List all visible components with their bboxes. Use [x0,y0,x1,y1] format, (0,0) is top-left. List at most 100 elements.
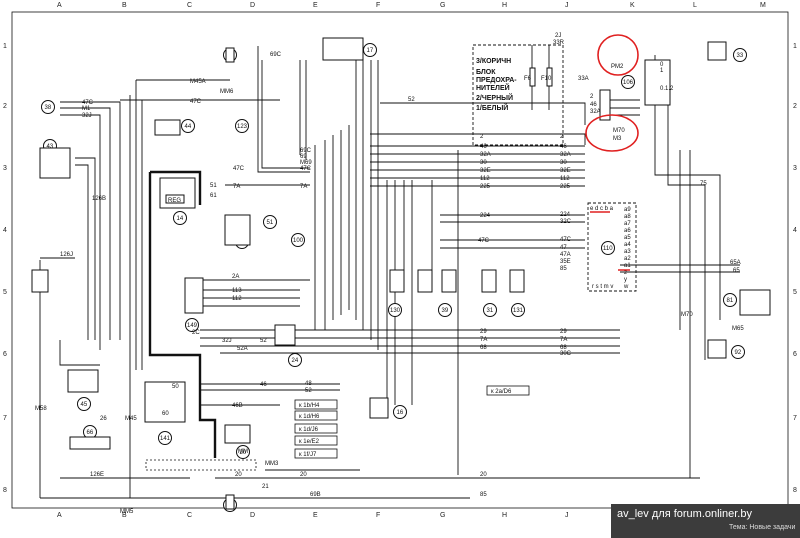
wire-label: 46 [590,102,597,108]
component-badge [483,303,497,317]
sensor-131-body [509,269,525,293]
module-110-top-pins: e d c b a [590,206,614,212]
fuse-box: 3/КОРИЧН БЛОК ПРЕДОХРА- НИТЕЛЕЙ 2/ЧЕРНЫЙ… [472,44,564,146]
grid-row-label: 7 [793,415,797,422]
grid-row-label: 7 [3,415,7,422]
wire-label: 29 [560,329,567,335]
label-mm: MM [238,449,248,455]
grid-col-label: K [630,2,635,9]
wire-label: M45 [125,416,137,422]
fuse-box-title-2: ПРЕДОХРА- [476,77,517,84]
component-24-body [274,324,296,346]
component-badge [41,100,55,114]
component-number: 43 [47,144,54,150]
module-110-bottom-pins: r s t m v [592,284,613,290]
grid-col-label: A [57,512,62,519]
switch-16-body [369,397,389,419]
module-110-left-pin: 224 [560,212,571,218]
wire-label: 2 [590,94,594,100]
module-110-right-pin: a4 [624,242,631,248]
red-circle-pm2 [597,34,639,76]
grid-row-label: 2 [3,103,7,110]
component-45-body [67,369,99,393]
component-number: 130 [390,308,401,314]
wire-label: 2 [560,134,564,140]
wire-label: 32A [480,152,491,158]
grid-col-label: D [250,512,255,519]
component-badge [291,233,305,247]
grid-col-label: C [187,512,192,519]
wire-label: 1 [660,68,664,74]
component-81-body [739,289,771,316]
wire-label: 85 [480,492,487,498]
module-110-left-pin: 47 [560,245,567,251]
wire-label: 46 [480,144,487,150]
wire-label: 126J [60,252,73,258]
grid-col-label: H [502,512,507,519]
wire-label: M69 [300,160,312,166]
module-110-left-pin: 35E [560,259,571,265]
module-110-right-pin: y [624,277,627,283]
component-number: 17 [367,48,374,54]
wire-label: 225 [480,184,491,190]
component-number: 38 [45,105,52,111]
right-bus [370,55,721,479]
sensor-130-body [389,269,405,293]
wire-label: 60 [162,411,169,417]
grid-col-label: D [250,2,255,9]
component-badge [393,405,407,419]
wire-label: 46 [560,144,567,150]
wire-label: 69B [310,492,321,498]
component-number: 33 [737,53,744,59]
fuse-f6-label: F6 [524,76,532,82]
component-number: 45 [81,402,88,408]
wire-label: 47C [233,166,245,172]
component-number: 123 [237,124,248,130]
thick-wire-2 [150,170,202,205]
wire-label: 30C [560,351,572,357]
component-bodies [31,37,771,510]
reference-label: к 1d/J6 [299,427,319,433]
grid-row-label: 1 [793,43,797,50]
wire-label: 33R [553,40,565,46]
component-20-body [224,424,251,444]
wire-label: 2 [480,134,484,140]
wire-label: 32J [222,338,232,344]
grid-row-label: 3 [3,165,7,172]
component-43-body [39,147,71,179]
module-110-left-pin: 85 [560,266,567,272]
grid-row-label: 3 [793,165,797,172]
label-mm3: MM3 [265,461,279,467]
relay-17-body [322,37,364,61]
component-number: 92 [735,350,742,356]
wire-label: 52A [237,346,248,352]
grid-col-label: G [440,512,445,519]
wire-label: 2C [192,330,200,336]
fuse-box-outline [472,44,564,146]
component-badge [723,293,737,307]
grid-col-label: B [122,2,127,9]
watermark: av_lev для forum.onliner.by Тема: Новые … [611,504,800,538]
module-110-right-pin: a5 [624,235,631,241]
wire-label: 112 [232,296,242,302]
module-110-right-pin: a6 [624,228,631,234]
switch-106-body [644,59,671,106]
wire-label: 51 [210,183,217,189]
wire-label: M1 [82,106,91,112]
wire-label: 7A [560,337,567,343]
wire-label: 46B [232,403,243,409]
wire-label: 0.1.2 [660,86,674,92]
wire-label: 46 [260,382,267,388]
grid-col-label: B [122,512,127,519]
fuse-box-top-label: 3/КОРИЧН [476,58,511,65]
motor-42-body [31,269,49,293]
red-marks [590,211,630,271]
wire-label: 61 [210,193,217,199]
wire-label: 65A [730,260,741,266]
component-number: 24 [292,358,299,364]
wire-label: 75 [700,181,707,187]
grid-row-label: 5 [3,289,7,296]
wire-label: 69C [270,52,282,58]
